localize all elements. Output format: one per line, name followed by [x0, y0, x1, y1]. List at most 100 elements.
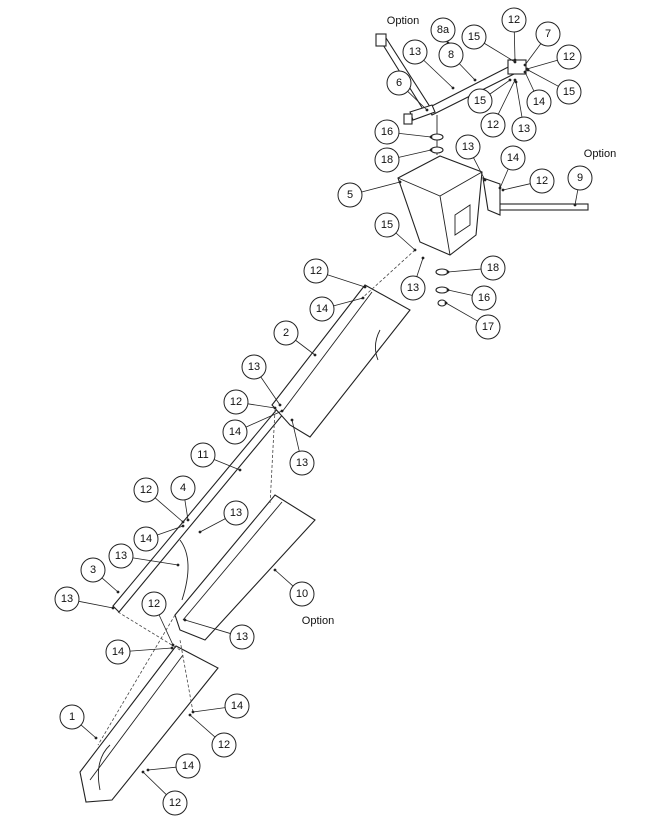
callout-number: 13: [236, 631, 248, 643]
callout-16: 16: [446, 285, 497, 311]
callout-14: 14: [191, 693, 250, 719]
option-label: Option: [302, 615, 334, 627]
callout-18: 18: [374, 147, 433, 173]
callout-12: 12: [133, 477, 185, 524]
leader-line: [132, 557, 179, 566]
leader-line: [291, 419, 300, 452]
leader-dot: [146, 768, 150, 772]
callout-2: 2: [273, 320, 317, 357]
part-5-hopper: [397, 155, 483, 256]
leader-dot: [446, 288, 450, 292]
leader-dot: [141, 770, 145, 774]
leader-dot: [473, 78, 477, 82]
callout-number: 15: [468, 31, 480, 43]
leader-line: [407, 91, 428, 111]
callout-bubble: [337, 182, 363, 208]
leader-line: [459, 63, 476, 81]
leader-dot: [429, 135, 433, 139]
leader-dot: [451, 86, 455, 90]
leader-dot: [273, 406, 277, 410]
leader-line: [80, 724, 97, 739]
leader-dot: [446, 270, 450, 274]
callout-bubble: [400, 275, 426, 301]
callout-bubble: [190, 442, 216, 468]
callout-number: 13: [462, 141, 474, 153]
callout-bubble: [105, 639, 131, 665]
callout-bubble: [500, 145, 526, 171]
callout-bubble: [141, 591, 167, 617]
callout-3: 3: [80, 557, 120, 594]
callout-number: 15: [474, 95, 486, 107]
callout-bubble: [175, 753, 201, 779]
callout-13: 13: [54, 586, 115, 612]
callout-bubble: [467, 88, 493, 114]
callout-number: 12: [487, 119, 499, 131]
leader-dot: [413, 248, 417, 252]
leader-line: [192, 707, 226, 713]
leader-dot: [425, 108, 429, 112]
callout-bubble: [289, 450, 315, 476]
callout-12: 12: [223, 389, 277, 415]
callout-13: 13: [289, 418, 315, 476]
leader-line: [327, 274, 366, 288]
callout-bubble: [80, 557, 106, 583]
callout-11: 11: [190, 442, 242, 472]
leader-dot: [273, 568, 277, 572]
callout-bubble: [223, 500, 249, 526]
callout-bubble: [374, 212, 400, 238]
callout-number: 18: [381, 154, 393, 166]
callout-number: 12: [230, 396, 242, 408]
leader-line: [157, 525, 184, 536]
part-1-lower-chute: [79, 645, 219, 803]
leader-dot: [523, 70, 527, 74]
callout-number: 14: [533, 96, 545, 108]
callout-13: 13: [400, 256, 426, 301]
callout-14: 14: [133, 524, 185, 552]
part-10-option-chute: [174, 494, 316, 641]
leader-line: [526, 59, 558, 70]
callout-number: 12: [310, 265, 322, 277]
leader-dot: [444, 301, 448, 305]
callout-number: 9: [577, 172, 583, 184]
callout-number: 16: [381, 126, 393, 138]
callout-bubble: [455, 134, 481, 160]
callout-13: 13: [241, 354, 282, 407]
callout-bubble: [241, 354, 267, 380]
leader-line: [499, 168, 509, 189]
callout-bubble: [567, 165, 593, 191]
leader-dot: [421, 256, 425, 260]
callout-number: 5: [347, 189, 353, 201]
leader-line: [513, 31, 516, 61]
callout-number: 8: [448, 49, 454, 61]
callout-number: 6: [396, 77, 402, 89]
callout-bubble: [289, 581, 315, 607]
callout-number: 4: [180, 482, 186, 494]
callout-16: 16: [374, 119, 433, 145]
leader-line: [189, 714, 216, 738]
leader-dot: [501, 188, 505, 192]
leader-line: [574, 189, 579, 206]
leader-line: [497, 79, 516, 115]
leader-dot: [94, 736, 98, 740]
callout-number: 14: [316, 303, 328, 315]
leader-line: [142, 771, 167, 795]
callout-bubble: [223, 389, 249, 415]
leader-line: [245, 410, 283, 428]
callout-5: 5: [337, 180, 402, 208]
callout-4: 4: [170, 475, 196, 522]
callout-number: 14: [140, 533, 152, 545]
callout-number: 18: [487, 262, 499, 274]
leader-line: [199, 518, 226, 533]
callout-13: 13: [402, 39, 455, 90]
callout-number: 13: [61, 593, 73, 605]
leader-line: [78, 600, 114, 609]
leader-dot: [171, 643, 175, 647]
leader-line: [423, 59, 454, 89]
option-label: Option: [584, 148, 616, 160]
leader-dot: [186, 518, 190, 522]
leader-dot: [523, 63, 527, 67]
leader-dot: [111, 606, 115, 610]
callout-number: 12: [169, 797, 181, 809]
